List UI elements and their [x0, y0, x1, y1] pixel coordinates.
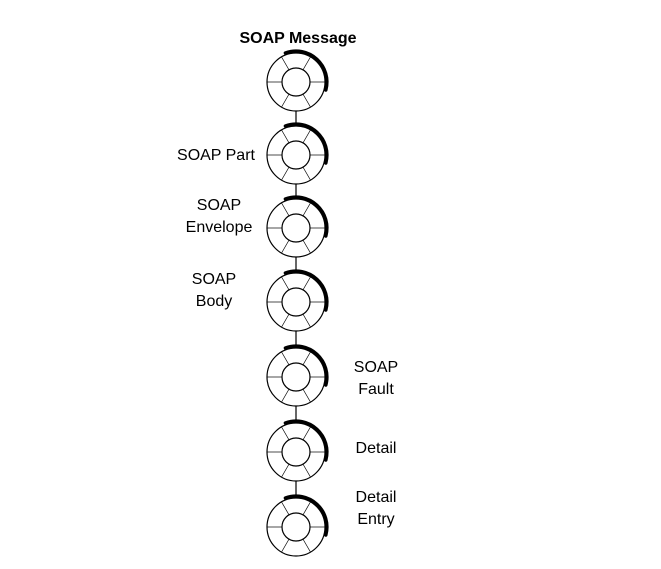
node-label-detail-entry: Detail Entry	[355, 489, 397, 528]
node-icon-soap-fault	[266, 344, 329, 407]
node-icon-detail	[266, 419, 329, 482]
node-icon-soap-body	[266, 269, 329, 332]
node-label-soap-part: SOAP Part	[177, 147, 255, 164]
node-icon-detail-entry	[266, 494, 329, 557]
node-label-soap-fault: SOAP Fault	[353, 359, 399, 398]
node-label-soap-envelope: SOAP Envelope	[185, 197, 253, 236]
node-label-detail: Detail	[355, 440, 397, 457]
node-icon-soap-envelope	[266, 195, 329, 258]
node-icon-soap-part	[266, 122, 329, 185]
node-label-soap-message: SOAP Message	[239, 30, 357, 47]
node-icon-soap-message	[266, 49, 329, 112]
node-label-soap-body: SOAP Body	[191, 271, 237, 310]
